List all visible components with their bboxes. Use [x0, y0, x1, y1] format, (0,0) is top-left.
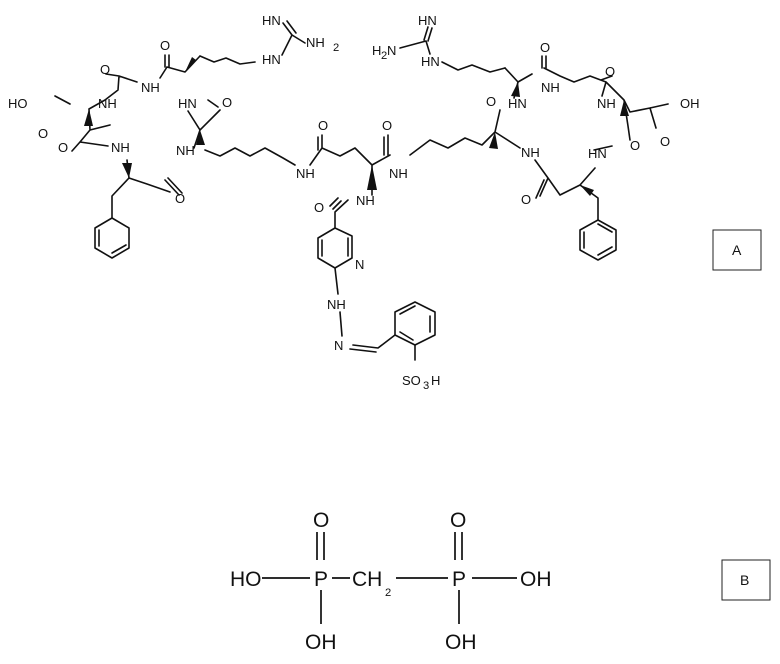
atom-label: HN — [178, 96, 197, 111]
atom-label: O — [38, 126, 48, 141]
atom-label: N — [334, 338, 343, 353]
atom-label: O — [313, 509, 329, 532]
atom-label: HO — [230, 568, 262, 591]
atom-label: HN — [588, 146, 607, 161]
atom-label-suffix: N — [387, 43, 396, 58]
panel-box — [712, 229, 762, 271]
stereo-wedge — [185, 57, 196, 72]
atom-label: OH — [305, 631, 337, 654]
atom-label: O — [521, 192, 531, 207]
atom-label: HN — [262, 52, 281, 67]
atom-label: HN — [421, 54, 440, 69]
atom-label: OH — [445, 631, 477, 654]
atom-label: NH — [111, 140, 130, 155]
stereo-wedge — [122, 163, 132, 178]
left-guanidine-group: HN NH 2 HN — [262, 13, 339, 67]
bond — [281, 20, 306, 56]
atom-label: O — [100, 62, 110, 77]
panel-box — [721, 559, 771, 601]
atom-label: O — [175, 191, 185, 206]
atom-label: CH — [352, 568, 382, 591]
atom-label: NH — [98, 96, 117, 111]
atom-label: NH — [541, 80, 560, 95]
atom-label: NH — [306, 35, 325, 50]
atom-label: NH — [356, 193, 375, 208]
central-linker: O O NH NH NH O N NH N SO 3 H — [296, 118, 440, 392]
left-cyclic-peptide: O NH O HO O NH HN O O NH NH O — [8, 38, 296, 259]
atom-label: O — [382, 118, 392, 133]
bond — [98, 229, 127, 254]
atom-label: NH — [327, 297, 346, 312]
atom-label: O — [605, 64, 615, 79]
stereo-wedge — [620, 100, 629, 116]
stereo-wedge — [196, 130, 205, 145]
atom-label: OH — [520, 568, 552, 591]
bond — [399, 305, 431, 341]
atom-label: OH — [680, 96, 700, 111]
atom-label: NH — [521, 145, 540, 160]
stereo-wedge — [511, 82, 520, 97]
atom-label: HN — [418, 13, 437, 28]
atom-label-subscript: 2 — [333, 42, 339, 54]
atom-label-subscript: 2 — [381, 50, 387, 62]
panel-label-b: B — [721, 559, 771, 601]
atom-label: O — [486, 94, 496, 109]
structure-b-methylene-diphosphonic-acid: HO P O OH CH 2 P O OH OH B — [230, 509, 771, 654]
atom-label-subscript: 2 — [385, 587, 391, 599]
panel-label-a: A — [712, 229, 762, 271]
structure-a: HN NH 2 HN O NH O HO O NH HN O O NH NH O — [8, 13, 762, 392]
atom-label: O — [160, 38, 170, 53]
atom-label: NH — [389, 166, 408, 181]
atom-label: H — [372, 43, 381, 58]
stereo-wedge — [489, 132, 498, 149]
bond — [394, 301, 436, 346]
atom-label: O — [540, 40, 550, 55]
bond — [399, 26, 433, 55]
atom-label: HN — [262, 13, 281, 28]
atom-label: P — [452, 568, 466, 591]
atom-label: O — [318, 118, 328, 133]
atom-label: SO — [402, 373, 421, 388]
bond — [309, 134, 396, 353]
bond — [441, 61, 506, 73]
bond — [409, 55, 669, 221]
stereo-wedge — [84, 109, 93, 126]
atom-label: N — [355, 257, 364, 272]
atom-label: O — [222, 95, 232, 110]
stereo-wedge — [367, 165, 377, 190]
right-guanidine-group: HN H 2 N HN — [372, 13, 506, 73]
bond — [583, 223, 613, 256]
atom-label: HN — [508, 96, 527, 111]
atom-label: NH — [597, 96, 616, 111]
atom-label: HO — [8, 96, 28, 111]
atom-label-subscript: 3 — [423, 380, 429, 392]
atom-label-suffix: H — [431, 373, 440, 388]
panel-label-text: B — [740, 572, 749, 588]
atom-label: O — [314, 200, 324, 215]
bond — [579, 219, 617, 261]
bond — [94, 177, 130, 259]
bond — [262, 532, 517, 624]
atom-label: O — [58, 140, 68, 155]
atom-label: NH — [141, 80, 160, 95]
stereo-wedge — [580, 185, 594, 196]
atom-label: O — [660, 134, 670, 149]
atom-label: NH — [176, 143, 195, 158]
atom-label: O — [450, 509, 466, 532]
atom-label: P — [314, 568, 328, 591]
right-cyclic-peptide: O NH O OH O NH O HN O HN NH O — [409, 40, 700, 261]
panel-label-text: A — [732, 242, 742, 258]
atom-label: NH — [296, 166, 315, 181]
atom-label: O — [630, 138, 640, 153]
